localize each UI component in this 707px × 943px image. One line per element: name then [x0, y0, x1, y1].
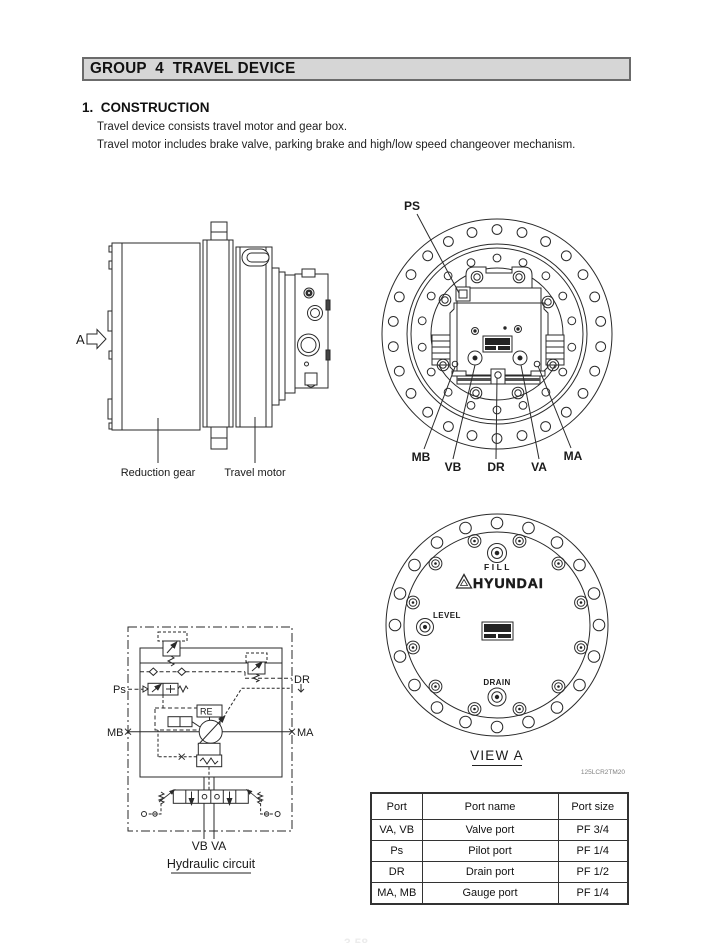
cell-port: Ps: [370, 840, 423, 862]
port-label-ps: PS: [404, 199, 420, 213]
side-view-diagram: A Reduction gear Travel motor: [76, 221, 331, 479]
view-arrow-label: A: [76, 332, 85, 347]
hyd-label-mb: MB: [107, 727, 124, 739]
cell-port: MA, MB: [370, 882, 423, 905]
body-line: Travel device consists travel motor and …: [97, 121, 348, 133]
port-label-mb: MB: [412, 450, 431, 464]
travel-motor-label: Travel motor: [224, 467, 286, 479]
cell-port-name: Valve port: [421, 819, 559, 841]
section-title: CONSTRUCTION: [100, 100, 210, 115]
port-table-header-row: Port Port name Port size: [370, 792, 629, 820]
col-header-port: Port: [370, 792, 423, 820]
port-table: Port Port name Port size VA, VB Valve po…: [370, 792, 629, 905]
drain-label: DRAIN: [483, 678, 510, 687]
view-a-caption: VIEW A: [470, 748, 524, 763]
section-heading: 1. CONSTRUCTION: [82, 100, 210, 115]
cell-port-name: Gauge port: [421, 882, 559, 905]
group-title: GROUP 4 TRAVEL DEVICE: [90, 60, 296, 77]
port-label-va: VA: [531, 460, 547, 474]
col-header-port-name: Port name: [421, 792, 559, 820]
fill-label: FILL: [484, 562, 512, 572]
level-label: LEVEL: [433, 611, 461, 620]
figure-code: 125LCR2TM20: [580, 769, 625, 776]
section-heading-gap: [93, 100, 101, 115]
body-line: Travel motor includes brake valve, parki…: [97, 139, 576, 151]
cell-port-name: Drain port: [421, 861, 559, 883]
hydraulic-circuit-diagram: Ps DR MB MA VB VA RE Hydraulic circuit: [107, 626, 314, 874]
table-row: DR Drain port PF 1/2: [370, 861, 629, 883]
col-header-port-size: Port size: [557, 792, 629, 820]
cell-port-size: PF 3/4: [557, 819, 629, 841]
hyd-label-dr: DR: [294, 674, 310, 686]
port-label-vb: VB: [445, 460, 462, 474]
cell-port: VA, VB: [370, 819, 423, 841]
table-row: VA, VB Valve port PF 3/4: [370, 819, 629, 841]
flange-view-diagram: PS MB VB DR VA MA: [381, 199, 613, 474]
view-a-diagram: FILL LEVEL DRAIN HYUNDAI VIEW A: [385, 513, 609, 767]
section-body: Travel device consists travel motor and …: [97, 118, 575, 154]
page-number-partial: 3-58: [344, 936, 369, 943]
cell-port-size: PF 1/2: [557, 861, 629, 883]
cell-port: DR: [370, 861, 423, 883]
table-row: Ps Pilot port PF 1/4: [370, 840, 629, 862]
hyd-label-ps: Ps: [113, 684, 126, 696]
reduction-gear-label: Reduction gear: [121, 467, 196, 479]
brand-logo-text: HYUNDAI: [473, 575, 544, 591]
section-number: 1.: [82, 100, 94, 115]
cell-port-size: PF 1/4: [557, 840, 629, 862]
hyd-label-re: RE: [200, 707, 213, 717]
port-label-ma: MA: [564, 449, 583, 463]
hyd-label-vb-va: VB VA: [192, 839, 226, 853]
hyd-label-ma: MA: [297, 727, 314, 739]
port-label-dr: DR: [487, 460, 505, 474]
cell-port-size: PF 1/4: [557, 882, 629, 905]
table-row: MA, MB Gauge port PF 1/4: [370, 882, 629, 905]
cell-port-name: Pilot port: [421, 840, 559, 862]
hydraulic-caption: Hydraulic circuit: [167, 857, 256, 871]
group-header-bar: GROUP 4 TRAVEL DEVICE: [82, 57, 631, 81]
